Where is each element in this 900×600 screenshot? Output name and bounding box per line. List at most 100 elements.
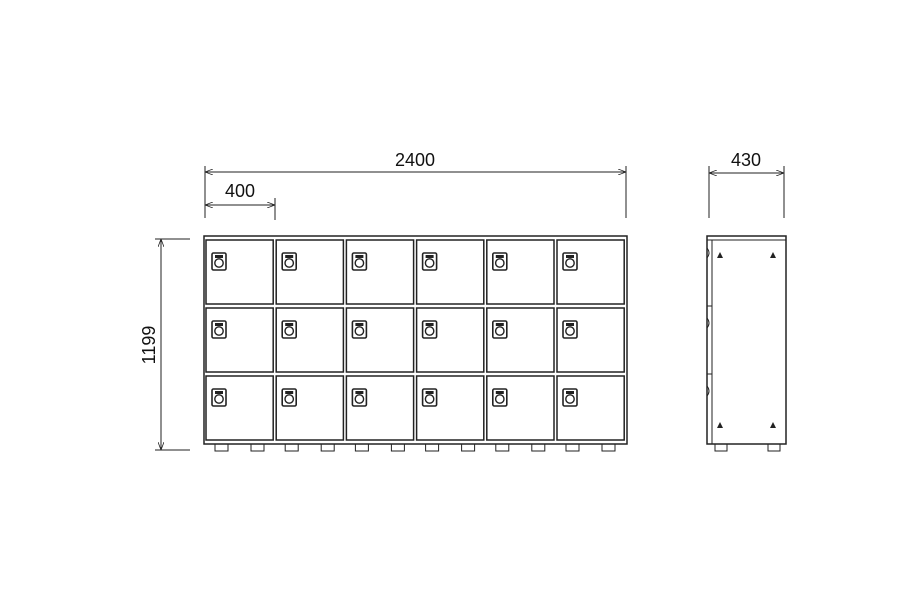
locker-door	[275, 239, 345, 305]
locker-door	[486, 239, 555, 305]
locker-door	[486, 375, 555, 441]
lock-tab-icon	[355, 391, 364, 394]
locker-foot	[214, 443, 229, 452]
door-width-dimension: 400	[205, 181, 276, 220]
side-view	[706, 235, 787, 452]
locker-foot	[565, 443, 580, 452]
lock-tab-icon	[495, 255, 504, 258]
locker-foot	[495, 443, 510, 452]
lock-tab-icon	[425, 323, 434, 326]
locker-door	[486, 307, 555, 373]
locker-foot	[284, 443, 299, 452]
locker-foot	[601, 443, 616, 452]
locker-door-panel	[486, 307, 555, 373]
side-screw-top-right	[770, 252, 776, 258]
locker-door	[345, 375, 415, 441]
locker-foot	[461, 443, 476, 452]
side-screw-top-left	[717, 252, 723, 258]
locker-door	[556, 307, 625, 373]
lock-knob-icon	[354, 258, 365, 268]
side-hinge-3	[706, 385, 710, 397]
lock-knob-icon	[214, 258, 224, 268]
locker-door-panel	[275, 375, 345, 441]
lock-tab-icon	[285, 255, 294, 258]
lock-knob-icon	[284, 326, 295, 336]
locker-door	[345, 307, 415, 373]
lock-tab-icon	[425, 255, 434, 258]
lock-knob-icon	[565, 326, 575, 336]
side-foot-left	[714, 443, 728, 452]
lock-tab-icon	[285, 323, 294, 326]
locker-door	[556, 239, 625, 305]
locker-door-panel	[415, 307, 485, 373]
lock-knob-icon	[565, 394, 575, 404]
locker-door-panel	[275, 307, 345, 373]
locker-door	[556, 375, 625, 441]
lock-knob-icon	[354, 394, 365, 404]
side-hinge-2	[706, 317, 710, 329]
locker-door-panel	[415, 375, 485, 441]
lock-knob-icon	[494, 326, 505, 336]
locker-door	[415, 375, 485, 441]
lock-knob-icon	[284, 394, 295, 404]
locker-door-panel	[486, 375, 555, 441]
locker-door-panel	[205, 375, 274, 441]
locker-door	[275, 375, 345, 441]
lock-knob-icon	[424, 258, 435, 268]
locker-foot	[425, 443, 440, 452]
locker-door-panel	[556, 239, 625, 305]
front-view	[203, 235, 628, 452]
depth-dimension: 430	[708, 150, 785, 218]
side-screw-bottom-left	[717, 422, 723, 428]
lock-tab-icon	[355, 255, 364, 258]
locker-door-panel	[205, 307, 274, 373]
overall-width-dimension: 2400	[204, 150, 627, 218]
side-screw-bottom-right	[770, 422, 776, 428]
lock-tab-icon	[215, 323, 223, 326]
locker-door-panel	[345, 307, 415, 373]
locker-foot	[250, 443, 265, 452]
side-foot-right	[767, 443, 781, 452]
lock-tab-icon	[215, 391, 223, 394]
lock-knob-icon	[494, 258, 505, 268]
locker-foot	[531, 443, 546, 452]
locker-door	[345, 239, 415, 305]
side-body-outline	[706, 235, 787, 445]
height-dimension: 1199	[139, 238, 190, 451]
locker-door	[205, 307, 274, 373]
locker-door	[415, 307, 485, 373]
locker-door-panel	[205, 239, 274, 305]
lock-knob-icon	[354, 326, 365, 336]
locker-door-panel	[345, 239, 415, 305]
locker-door-panel	[556, 375, 625, 441]
locker-door-panel	[345, 375, 415, 441]
locker-door	[275, 307, 345, 373]
door-width-label: 400	[225, 181, 255, 201]
lock-tab-icon	[425, 391, 434, 394]
locker-door-panel	[415, 239, 485, 305]
lock-knob-icon	[424, 326, 435, 336]
lock-tab-icon	[566, 323, 574, 326]
locker-foot	[390, 443, 405, 452]
height-label: 1199	[139, 326, 159, 365]
locker-door-panel	[556, 307, 625, 373]
lock-knob-icon	[284, 258, 295, 268]
locker-door	[415, 239, 485, 305]
locker-door-panel	[275, 239, 345, 305]
locker-door-panel	[486, 239, 555, 305]
lock-knob-icon	[214, 394, 224, 404]
lock-tab-icon	[355, 323, 364, 326]
front-feet	[214, 443, 616, 452]
lock-tab-icon	[495, 323, 504, 326]
locker-foot	[320, 443, 335, 452]
lock-knob-icon	[424, 394, 435, 404]
overall-width-label: 2400	[395, 150, 435, 170]
lock-tab-icon	[285, 391, 294, 394]
locker-doors	[205, 239, 625, 441]
lock-knob-icon	[565, 258, 575, 268]
locker-foot	[354, 443, 369, 452]
lock-tab-icon	[566, 391, 574, 394]
locker-door	[205, 239, 274, 305]
front-body-outline	[203, 235, 628, 445]
